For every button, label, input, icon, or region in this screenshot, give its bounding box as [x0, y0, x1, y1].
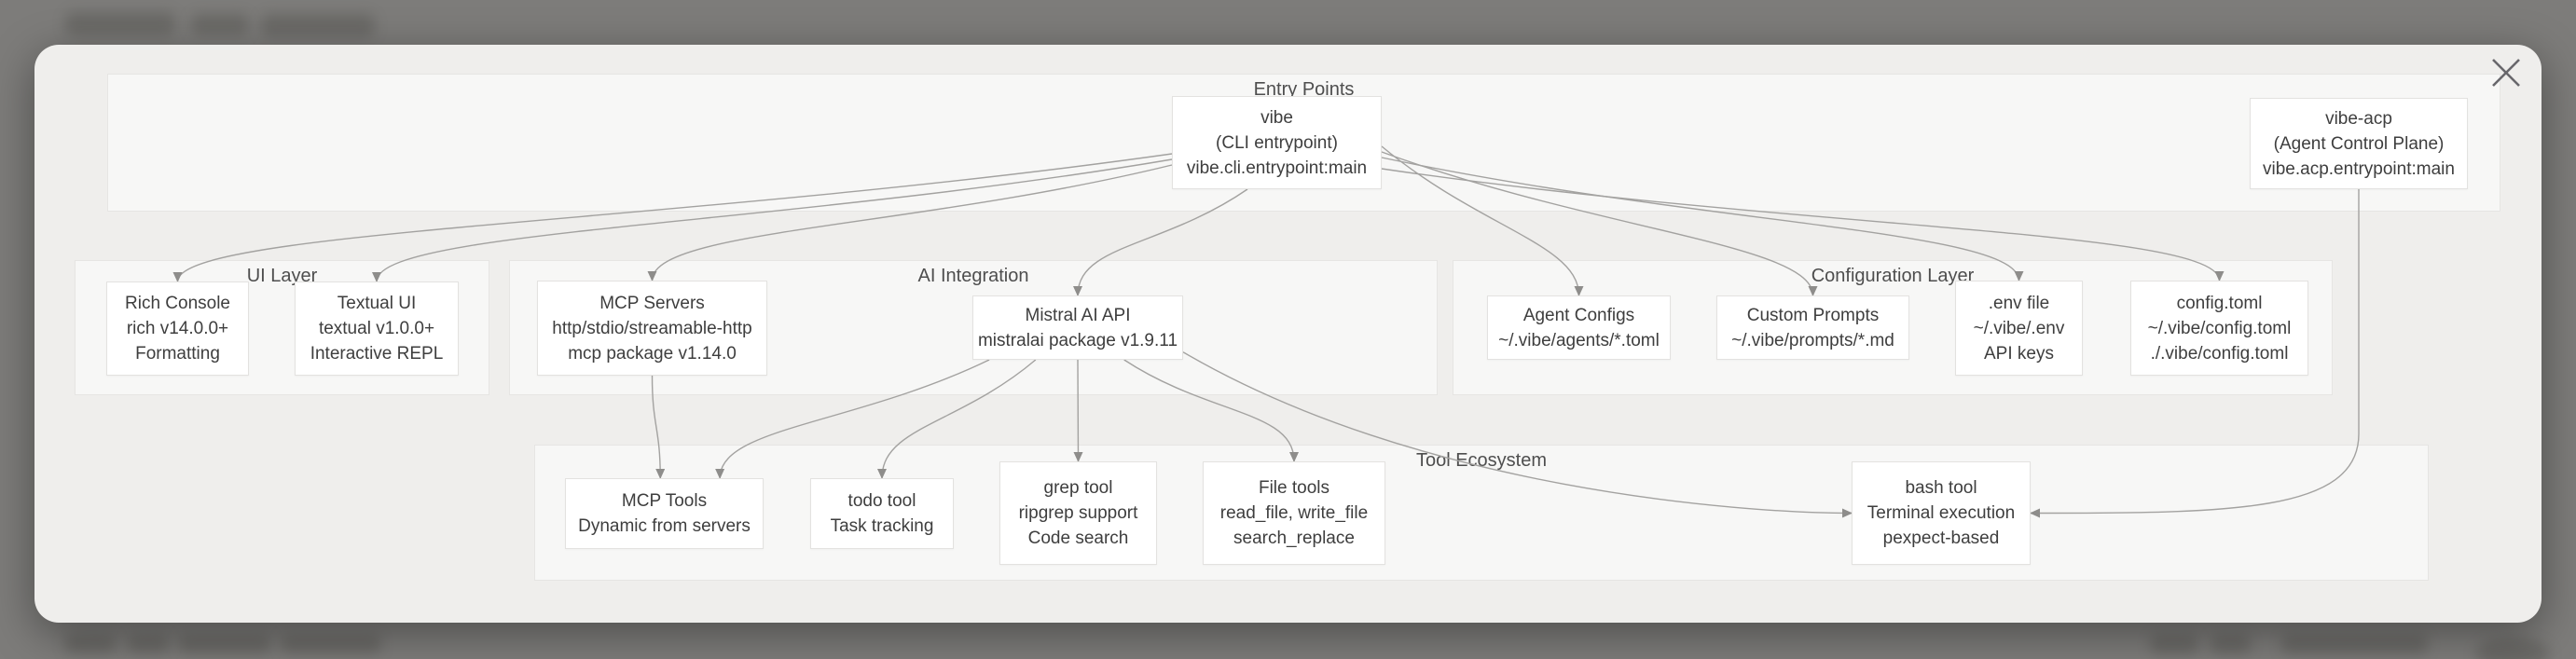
node-todo-tool-line: Task tracking: [830, 516, 934, 536]
node-mistral-line: Mistral AI API: [1025, 305, 1131, 325]
node-mcp-tools-line: Dynamic from servers: [578, 516, 751, 536]
node-grep-tool-line: grep tool: [1043, 478, 1113, 498]
background-blurred-shape: [2475, 638, 2550, 659]
node-textual-ui-line: textual v1.0.0+: [318, 319, 435, 338]
node-config-toml-line: config.toml: [2176, 293, 2263, 313]
node-textual-ui-line: Interactive REPL: [310, 344, 444, 364]
node-mcp-tools-line: MCP Tools: [621, 491, 708, 511]
background-blurred-text: [127, 635, 170, 653]
node-env-file-line: .env file: [1988, 293, 2050, 313]
node-bash-tool-line: pexpect-based: [1882, 529, 2000, 548]
node-mcp-servers-line: mcp package v1.14.0: [568, 343, 737, 364]
background-blurred-pill: [2150, 635, 2198, 654]
node-file-tools-line: search_replace: [1233, 529, 1355, 548]
node-mcp-servers-line: MCP Servers: [599, 293, 705, 313]
node-mistral-line: mistralai package v1.9.11: [977, 330, 1178, 350]
node-vibe-acp: vibe-acp (Agent Control Plane) vibe.acp.en…: [2250, 98, 2468, 189]
node-todo-tool-line: todo tool: [847, 491, 916, 511]
node-mcp-servers: MCP Servers http/stdio/streamable-http mcp…: [537, 281, 767, 376]
node-grep-tool-line: ripgrep support: [1018, 503, 1138, 523]
node-rich-console-line: rich v14.0.0+: [126, 319, 229, 338]
node-env-file-line: ~/.vibe/.env: [1973, 318, 2065, 338]
node-custom-prompts-line: ~/.vibe/prompts/*.md: [1731, 330, 1894, 350]
node-vibe-acp-line: vibe.acp.entrypoint:main: [2263, 158, 2455, 179]
node-vibe-line: vibe.cli.entrypoint:main: [1186, 158, 1368, 178]
node-grep-tool-line: Code search: [1027, 529, 1129, 548]
node-config-toml: config.toml ~/.vibe/config.toml ./.vibe/co…: [2130, 281, 2308, 376]
background-blurred-text: [261, 14, 375, 37]
node-agent-configs: Agent Configs ~/.vibe/agents/*.toml: [1487, 295, 1671, 360]
node-config-toml-line: ~/.vibe/config.toml: [2147, 318, 2292, 338]
node-config-toml-line: ./.vibe/config.toml: [2150, 343, 2289, 364]
panel-label-entry: Entry Points: [1253, 79, 1355, 100]
node-bash-tool-line: bash tool: [1905, 478, 1977, 498]
node-file-tools: File tools read_file, write_file search_re…: [1203, 461, 1385, 565]
node-env-file-line: API keys: [1984, 343, 2054, 364]
node-vibe-line: vibe: [1260, 107, 1293, 128]
node-mistral: Mistral AI API mistralai package v1.9.11: [972, 295, 1183, 360]
node-textual-ui: Textual UI textual v1.0.0+ Interactive REP…: [295, 281, 459, 376]
close-icon: [2492, 59, 2520, 87]
node-rich-console-line: Rich Console: [125, 294, 230, 313]
node-agent-configs-line: ~/.vibe/agents/*.toml: [1498, 330, 1660, 350]
background-blurred-text: [281, 635, 381, 653]
node-bash-tool-line: Terminal execution: [1867, 503, 2016, 523]
node-agent-configs-line: Agent Configs: [1522, 305, 1635, 325]
close-button[interactable]: [2486, 52, 2527, 93]
node-file-tools-line: File tools: [1258, 478, 1330, 498]
background-blurred-text: [65, 12, 175, 35]
background-blurred-text: [178, 635, 271, 653]
background-blurred-pill: [2281, 635, 2428, 654]
node-custom-prompts-line: Custom Prompts: [1746, 305, 1880, 325]
node-vibe: vibe (CLI entrypoint) vibe.cli.entrypoint:…: [1172, 96, 1382, 189]
panel-label-tools: Tool Ecosystem: [1415, 450, 1548, 471]
node-textual-ui-line: Textual UI: [337, 294, 417, 313]
node-vibe-line: (CLI entrypoint): [1216, 132, 1338, 153]
node-vibe-acp-line: vibe-acp: [2325, 108, 2392, 129]
node-mcp-servers-line: http/stdio/streamable-http: [552, 318, 752, 338]
node-rich-console: Rich Console rich v14.0.0+ Formatting: [106, 281, 249, 376]
node-custom-prompts: Custom Prompts ~/.vibe/prompts/*.md: [1716, 295, 1909, 360]
background-blurred-pill: [2211, 635, 2251, 654]
background-blurred-text: [64, 635, 117, 653]
node-file-tools-line: read_file, write_file: [1219, 503, 1369, 523]
node-rich-console-line: Formatting: [135, 344, 220, 364]
background-blurred-text: [191, 14, 249, 35]
node-vibe-acp-line: (Agent Control Plane): [2273, 133, 2445, 154]
